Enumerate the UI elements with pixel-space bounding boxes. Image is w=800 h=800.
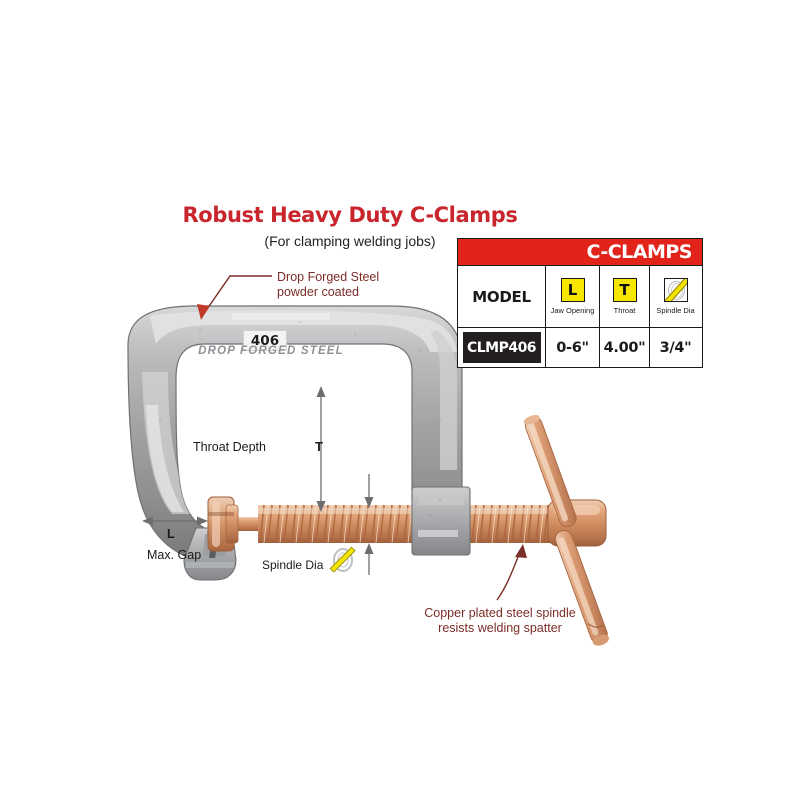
spec-table-banner: C-CLAMPS xyxy=(458,239,702,266)
page-subtitle: (For clamping welding jobs) xyxy=(264,233,436,249)
cell-model: CLMP406 xyxy=(458,328,546,367)
label-throat-depth: Throat Depth xyxy=(193,440,266,454)
column-header-model: MODEL xyxy=(458,266,546,327)
clamp-nut-block xyxy=(411,486,471,556)
symbol-l-icon: L xyxy=(560,278,585,302)
dimension-arrows xyxy=(142,386,374,575)
label-l-dimension: L xyxy=(167,527,175,541)
label-t-dimension: T xyxy=(315,439,323,454)
caption-throat: Throat xyxy=(613,306,636,315)
callout-drop-forged-line1: Drop Forged Steel xyxy=(277,270,380,284)
cell-spindle-dia: 3/4" xyxy=(659,339,692,356)
caption-spindle-dia: Spindle Dia xyxy=(656,306,695,315)
spindle-swivel-pad xyxy=(207,496,239,552)
label-max-gap: Max. Gap xyxy=(147,548,202,562)
table-row: CLMP406 0-6" 4.00" 3/4" xyxy=(458,328,702,367)
clamp-spindle xyxy=(207,486,580,556)
callout-drop-forged-steel: Drop Forged Steel powder coated xyxy=(277,270,379,300)
callout-drop-forged-line2: powder coated xyxy=(277,285,360,299)
callout-spindle-line2: resists welding spatter xyxy=(438,621,562,635)
cell-throat: 4.00" xyxy=(600,328,650,367)
label-spindle-dia: Spindle Dia xyxy=(262,558,324,572)
cell-jaw-opening: 0-6" xyxy=(546,328,600,367)
model-chip: CLMP406 xyxy=(462,332,541,363)
page-title: Robust Heavy Duty C-Clamps xyxy=(182,203,518,227)
column-header-spindle-dia: Spindle Dia xyxy=(650,266,701,327)
spec-table: C-CLAMPS MODEL L Jaw Opening T Throat Sp… xyxy=(457,238,703,368)
spec-table-header-row: MODEL L Jaw Opening T Throat Spindle Dia xyxy=(458,266,702,328)
caption-jaw-opening: Jaw Opening xyxy=(550,306,595,315)
spindle-dia-glyph xyxy=(329,546,356,573)
body-emboss-text: DROP FORGED STEEL xyxy=(198,345,344,357)
spindle-dia-icon xyxy=(663,278,688,302)
callout-copper-spindle: Copper plated steel spindle resists weld… xyxy=(400,606,600,636)
column-header-jaw-opening: L Jaw Opening xyxy=(546,266,600,327)
callout-spindle-line1: Copper plated steel spindle xyxy=(424,606,576,620)
symbol-t-icon: T xyxy=(612,278,637,302)
spec-table-banner-text: C-CLAMPS xyxy=(586,240,692,263)
column-header-throat: T Throat xyxy=(600,266,650,327)
size-stamp: 406 xyxy=(243,330,287,351)
